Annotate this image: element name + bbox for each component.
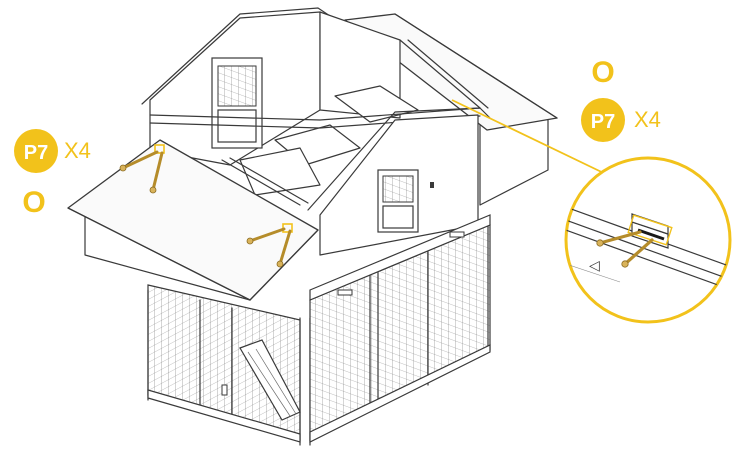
- step-marker: O: [591, 56, 614, 89]
- step-marker: O: [22, 186, 45, 219]
- direction-arrow-icon: ◁: [589, 258, 600, 274]
- screw-icon: [621, 238, 654, 268]
- part-label: P7: [24, 142, 48, 164]
- leader-line: [451, 99, 615, 179]
- right-callout: O P7 X4: [581, 56, 661, 142]
- chicken-coop-illustration: [67, 7, 558, 446]
- screw-icon: [246, 227, 286, 245]
- front-gable-house: [307, 107, 491, 256]
- part-badge: [14, 129, 58, 173]
- left-roof-screws: [119, 144, 293, 268]
- left-callout: P7 X4 O: [14, 129, 91, 219]
- inner-partition: [239, 11, 419, 196]
- detail-view: ◁: [564, 156, 732, 324]
- screw-icon: [596, 230, 642, 247]
- screw-icon: [276, 229, 292, 268]
- part-badge: [581, 98, 625, 142]
- lower-run: [147, 214, 491, 446]
- left-roof-panel: [67, 139, 319, 301]
- part-label: P7: [591, 111, 615, 133]
- quantity-label: X4: [64, 138, 91, 163]
- screw-icon: [119, 150, 159, 172]
- quantity-label: X4: [634, 107, 661, 132]
- screw-icon: [149, 151, 164, 194]
